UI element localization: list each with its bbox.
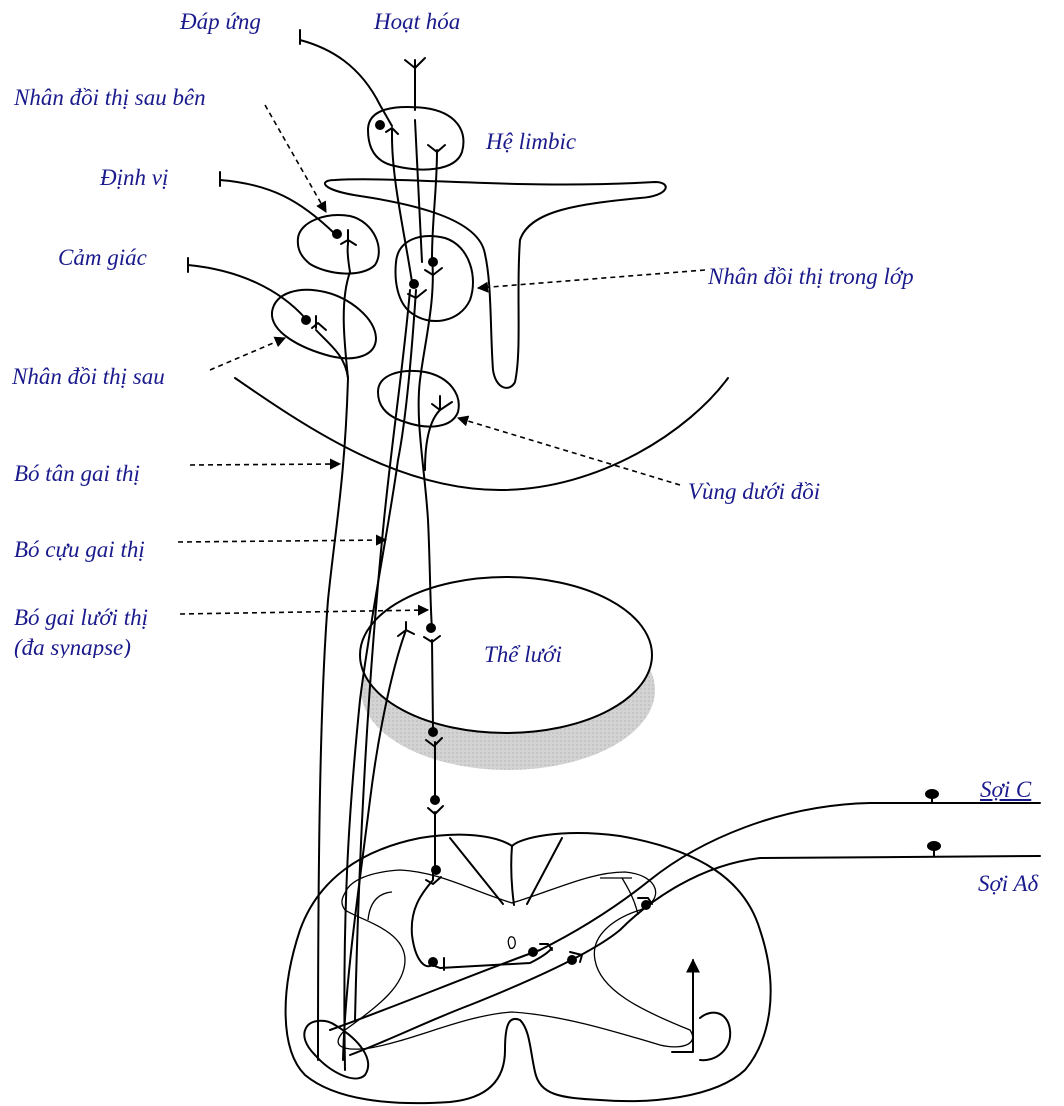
- limbic-down: [392, 136, 412, 282]
- localization-line: [220, 180, 335, 234]
- left-horn-marker: [368, 892, 392, 920]
- synapse-dot: [375, 120, 385, 130]
- synapse-fork: [312, 316, 326, 330]
- arrow-neospinothalamic: [190, 464, 340, 465]
- label-nhan-doi-thi-trong-lop: Nhân đồi thị trong lớp: [708, 265, 914, 288]
- arrow-paleospinothalamic: [178, 540, 386, 542]
- synapse-dot: [430, 795, 440, 805]
- right-horn-marker: [600, 878, 638, 915]
- synapse-dot: [426, 623, 436, 633]
- label-soi-a-delta: Sợi Aδ: [978, 872, 1038, 895]
- limbic-to-intralaminar: [432, 150, 437, 258]
- label-hoat-hoa: Hoạt hóa: [374, 10, 460, 33]
- synapse-dot: [301, 315, 311, 325]
- label-the-luoi: Thể lưới: [484, 643, 562, 666]
- label-vung-duoi-doi: Vùng dưới đồi: [688, 480, 820, 503]
- synapse-fork: [428, 806, 443, 814]
- synapse-dot: [428, 257, 438, 267]
- label-dinh-vi: Định vị: [100, 166, 168, 189]
- label-nhan-doi-thi-sau-ben: Nhân đồi thị sau bên: [14, 86, 206, 109]
- brainstem-arc: [235, 378, 728, 490]
- arrow-intralaminar: [478, 270, 705, 288]
- lateral-posterior-nucleus: [298, 215, 379, 273]
- sensation-line: [188, 265, 305, 318]
- label-soi-c: Sợi C: [980, 778, 1031, 801]
- synapse-dot: [428, 957, 438, 967]
- synapse-dot: [332, 229, 342, 239]
- lateral-column-right: [700, 1013, 730, 1061]
- synapse-markers: [188, 30, 941, 970]
- synapse-fork: [386, 128, 398, 140]
- spinal-cord-outline: [286, 833, 771, 1103]
- label-nhan-doi-thi-sau: Nhân đồi thị sau: [12, 365, 165, 388]
- a-delta-fiber: [350, 856, 1040, 1055]
- synapse-dot: [528, 947, 538, 957]
- posterior-nucleus: [272, 290, 376, 358]
- c-fiber: [330, 803, 1040, 1030]
- dorsal-median-septum: [511, 846, 514, 905]
- arrow-hypothalamus: [458, 418, 680, 485]
- label-bo-tan-gai-thi: Bó tân gai thị: [14, 462, 140, 485]
- hypothalamus-branch: [425, 410, 440, 470]
- dorsal-horn-line-right: [527, 838, 562, 904]
- synapse-fork: [341, 230, 356, 245]
- activation-line: [415, 60, 422, 262]
- arrow-lateral-posterior: [265, 105, 326, 212]
- synapse-dot: [409, 279, 419, 289]
- label-da-synapse: (đa synapse): [14, 636, 131, 658]
- synapse-dot: [567, 955, 577, 965]
- synapse-dot: [431, 865, 441, 875]
- synapse-fork: [432, 396, 452, 410]
- label-bo-gai-luoi-thi: Bó gai lưới thị: [14, 606, 148, 629]
- label-cam-giac: Cảm giác: [58, 246, 147, 269]
- label-bo-cuu-gai-thi: Bó cựu gai thị: [14, 538, 145, 561]
- synapse-dot: [428, 727, 438, 737]
- label-he-limbic: Hệ limbic: [486, 130, 576, 153]
- central-canal: [508, 937, 515, 949]
- dorsal-horn-line-left: [450, 838, 503, 904]
- diencephalon-outline: [325, 179, 666, 388]
- ventral-horn-right-tract: [672, 968, 693, 1052]
- synapse-fork: [428, 145, 445, 152]
- arrow-posterior: [210, 338, 285, 370]
- label-dap-ung: Đáp ứng: [180, 10, 261, 33]
